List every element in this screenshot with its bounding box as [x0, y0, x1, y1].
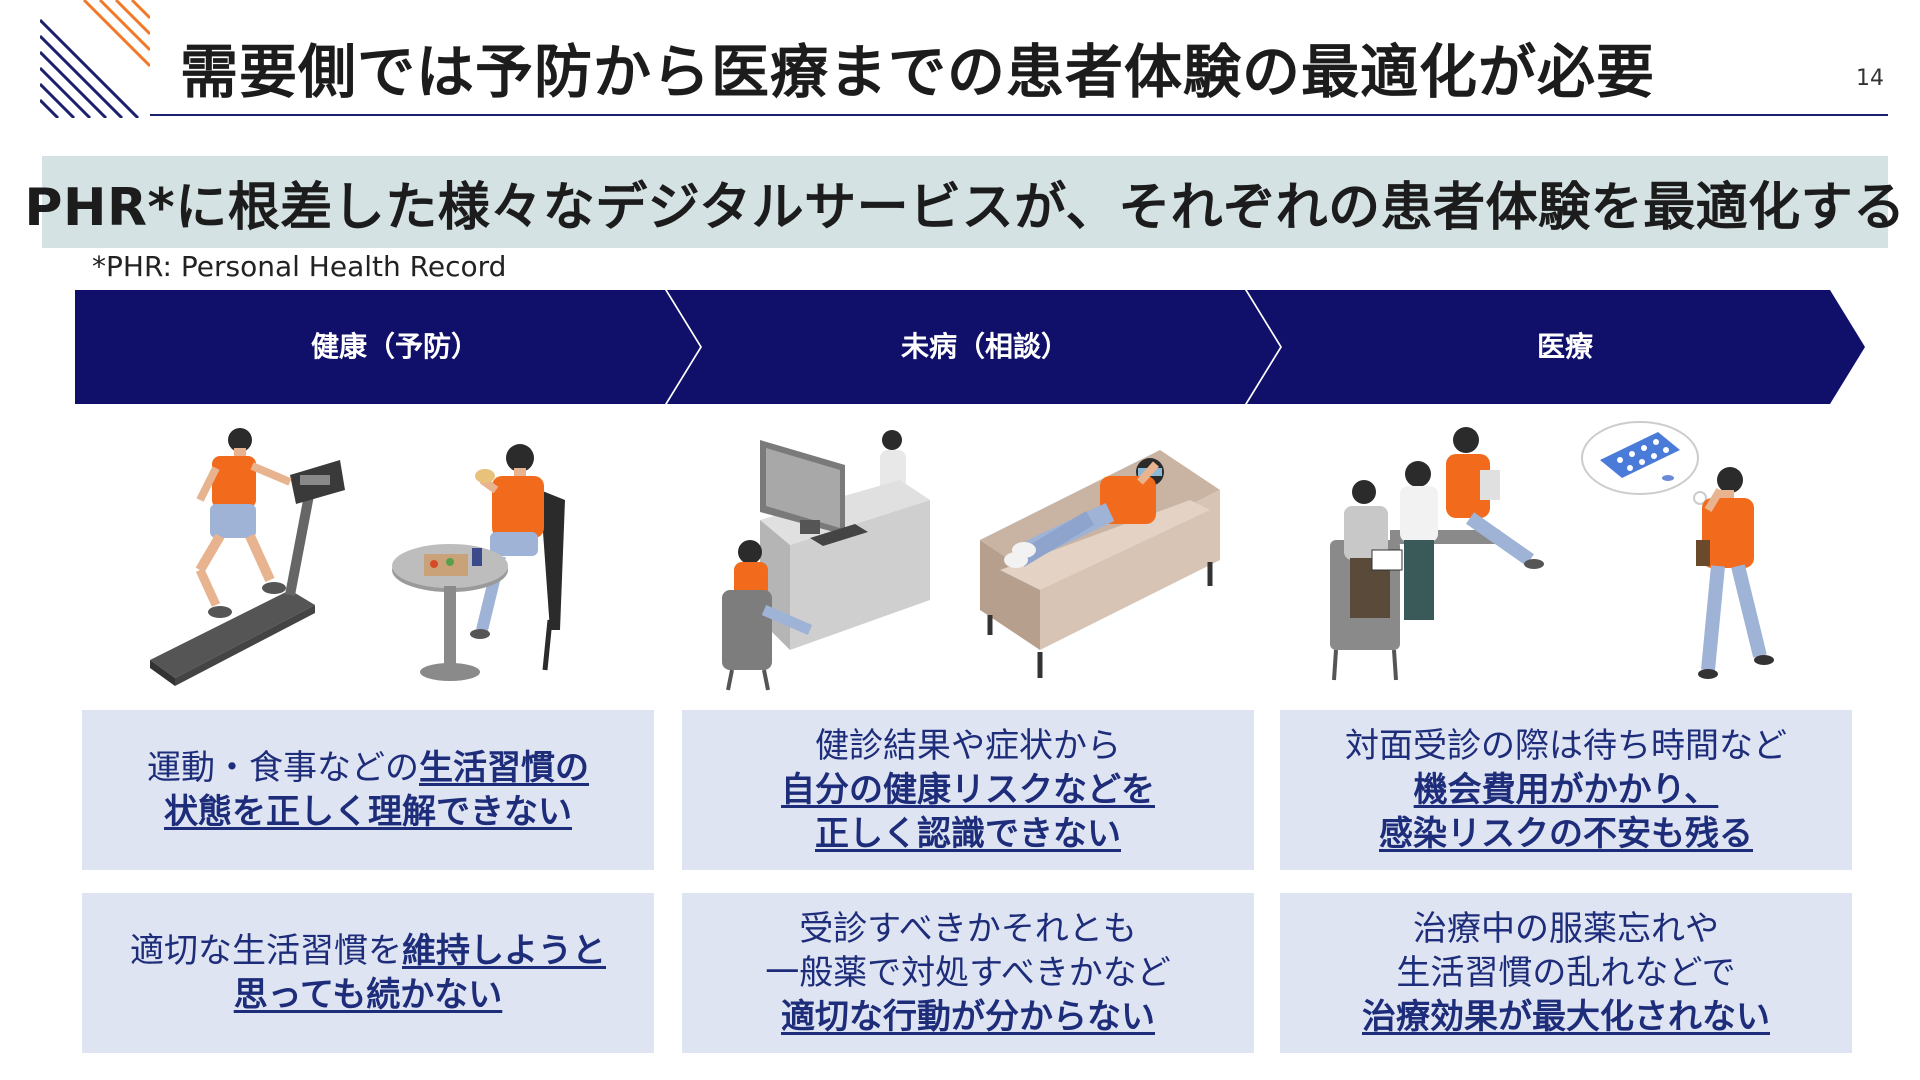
problem-emphasis-text: 機会費用がかかり、: [1413, 770, 1719, 810]
sick-person-on-sofa-icon: [980, 450, 1220, 678]
problem-text-line: 正しく認識できない: [815, 812, 1121, 856]
problem-text-line: 健診結果や症状から: [815, 724, 1121, 768]
problem-emphasis-text: 適切な行動が分からない: [781, 997, 1155, 1037]
stage-label-medical: 医療: [1536, 330, 1593, 363]
problem-text: 適切な生活習慣を: [130, 931, 402, 971]
problem-text: 対面受診の際は待ち時間など: [1345, 726, 1787, 766]
problem-emphasis-text: 感染リスクの不安も残る: [1379, 814, 1753, 854]
stage-chevron-flow: [75, 290, 1865, 404]
problem-text-line: 思っても続かない: [234, 973, 503, 1017]
person-eating-at-table-icon: [392, 444, 565, 681]
summary-banner-text: PHR*に根差した様々なデジタルサービスが、それぞれの患者体験を最適化する: [24, 177, 1906, 238]
chevron-stage-2: [667, 290, 1280, 404]
problem-emphasis-text: 正しく認識できない: [815, 814, 1121, 854]
person-forgetting-medicine-icon: [1581, 421, 1774, 679]
problem-text-line: 状態を正しく理解できない: [164, 790, 572, 834]
problem-emphasis-text: 治療効果が最大化されない: [1362, 997, 1770, 1037]
problem-text-line: 運動・食事などの生活習慣の: [147, 746, 589, 790]
problem-text-line: 受診すべきかそれとも: [799, 907, 1137, 951]
chevron-stage-3: [1247, 290, 1865, 404]
problem-emphasis-text: 思っても続かない: [233, 975, 503, 1015]
chevron-stage-1: [75, 290, 700, 404]
summary-banner: PHR*に根差した様々なデジタルサービスが、それぞれの患者体験を最適化する: [24, 156, 1905, 248]
problem-text-line: 一般薬で対処すべきかなど: [765, 951, 1171, 995]
problem-text-line: 対面受診の際は待ち時間など: [1345, 724, 1787, 768]
online-consultation-desk-icon: [722, 430, 930, 691]
page-title: 需要側では予防から医療までの患者体験の最適化が必要: [180, 38, 1656, 106]
treadmill-runner-icon: [150, 428, 345, 686]
waiting-room-patients-icon: [1330, 427, 1544, 681]
page-number: 14: [1856, 66, 1884, 91]
problem-text: 受診すべきかそれとも: [799, 909, 1137, 949]
problem-text: 生活習慣の乱れなどで: [1396, 953, 1736, 993]
problem-text: 治療中の服薬忘れや: [1413, 909, 1719, 949]
problem-box-medical-2: 治療中の服薬忘れや生活習慣の乱れなどで治療効果が最大化されない: [1280, 893, 1852, 1053]
problem-emphasis-text: 維持しようと: [402, 931, 606, 971]
problem-emphasis-text: 自分の健康リスクなどを: [781, 770, 1155, 810]
problem-text-line: 治療中の服薬忘れや: [1413, 907, 1719, 951]
hatch-decoration: [40, 0, 150, 118]
stage-label-consultation: 未病（相談）: [900, 330, 1069, 363]
problem-text-line: 感染リスクの不安も残る: [1379, 812, 1753, 856]
problem-text-line: 治療効果が最大化されない: [1362, 995, 1770, 1039]
problem-text: 運動・食事などの: [147, 748, 419, 788]
stage-label-prevention: 健康（予防）: [310, 330, 479, 363]
problem-box-medical-1: 対面受診の際は待ち時間など機会費用がかかり、感染リスクの不安も残る: [1280, 710, 1852, 870]
problem-box-prevention-2: 適切な生活習慣を維持しようと思っても続かない: [82, 893, 654, 1053]
problem-text-line: 適切な生活習慣を維持しようと: [130, 929, 606, 973]
problem-text: 健診結果や症状から: [815, 726, 1121, 766]
problem-text-line: 機会費用がかかり、: [1414, 768, 1719, 812]
problem-emphasis-text: 状態を正しく理解できない: [164, 792, 572, 832]
problem-box-prevention-1: 運動・食事などの生活習慣の状態を正しく理解できない: [82, 710, 654, 870]
problem-text: 一般薬で対処すべきかなど: [765, 953, 1171, 993]
problem-box-consultation-1: 健診結果や症状から自分の健康リスクなどを正しく認識できない: [682, 710, 1254, 870]
title-underline: [150, 114, 1888, 116]
problem-text-line: 自分の健康リスクなどを: [781, 768, 1155, 812]
problem-emphasis-text: 生活習慣の: [419, 748, 589, 788]
problem-text-line: 生活習慣の乱れなどで: [1396, 951, 1735, 995]
phr-footnote: *PHR: Personal Health Record: [92, 250, 507, 283]
problem-text-line: 適切な行動が分からない: [781, 995, 1155, 1039]
problem-box-consultation-2: 受診すべきかそれとも一般薬で対処すべきかなど適切な行動が分からない: [682, 893, 1254, 1053]
